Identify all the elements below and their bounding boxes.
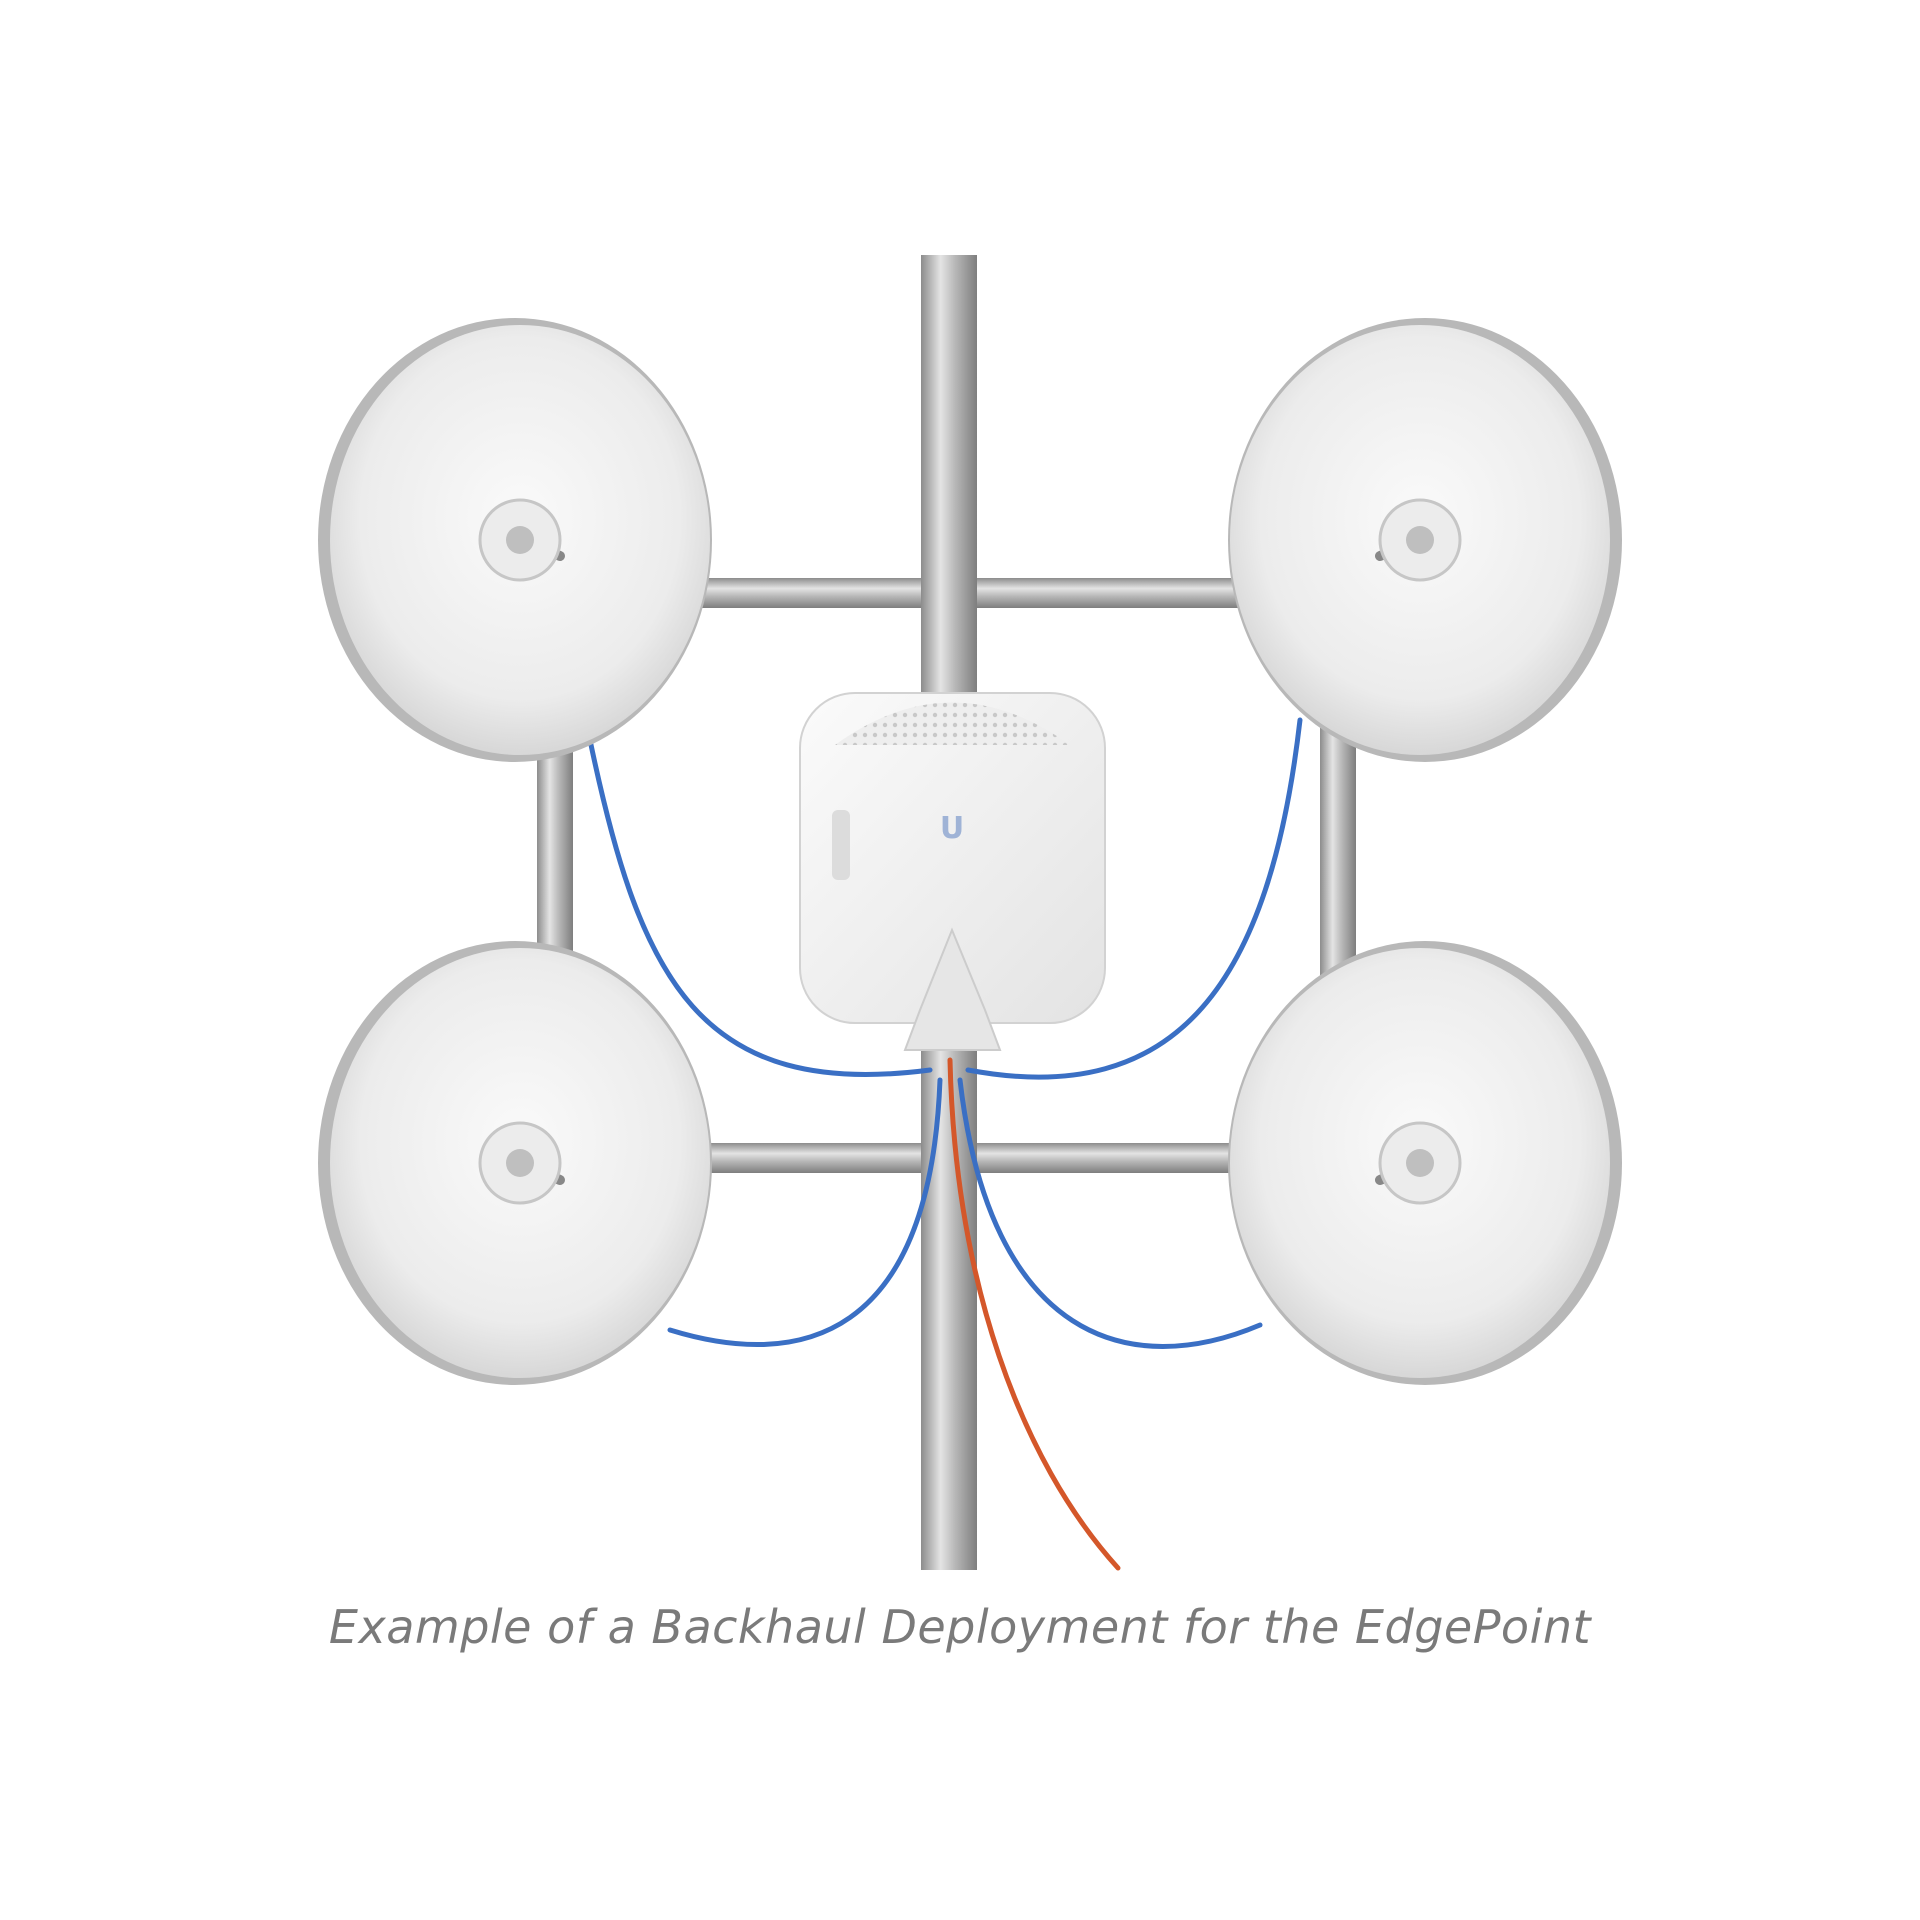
ethernet-cable-bottom-left [667,1077,943,1347]
cable-gland [903,927,1002,1051]
side-label-icon [832,810,850,880]
dish-antenna-top-right [1228,318,1622,762]
ubiquiti-logo-icon: U [940,811,964,846]
cross-arm-top [700,578,1280,608]
ethernet-cable-top-left [587,737,933,1077]
vent-grille [835,702,1070,745]
power-cable [947,1057,1121,1571]
ethernet-cable-bottom-right [957,1077,1263,1349]
edgepoint-enclosure: U [799,692,1106,1051]
ethernet-cable-top-right [965,717,1303,1080]
ethernet-cables [587,717,1303,1349]
cross-arm-bottom [700,1143,1280,1173]
dish-antenna-bottom-right [1228,941,1622,1385]
dish-antenna-bottom-left [318,941,712,1385]
diagram-caption: Example of a Backhaul Deployment for the… [328,1600,1592,1654]
dish-antenna-top-left [318,318,712,762]
